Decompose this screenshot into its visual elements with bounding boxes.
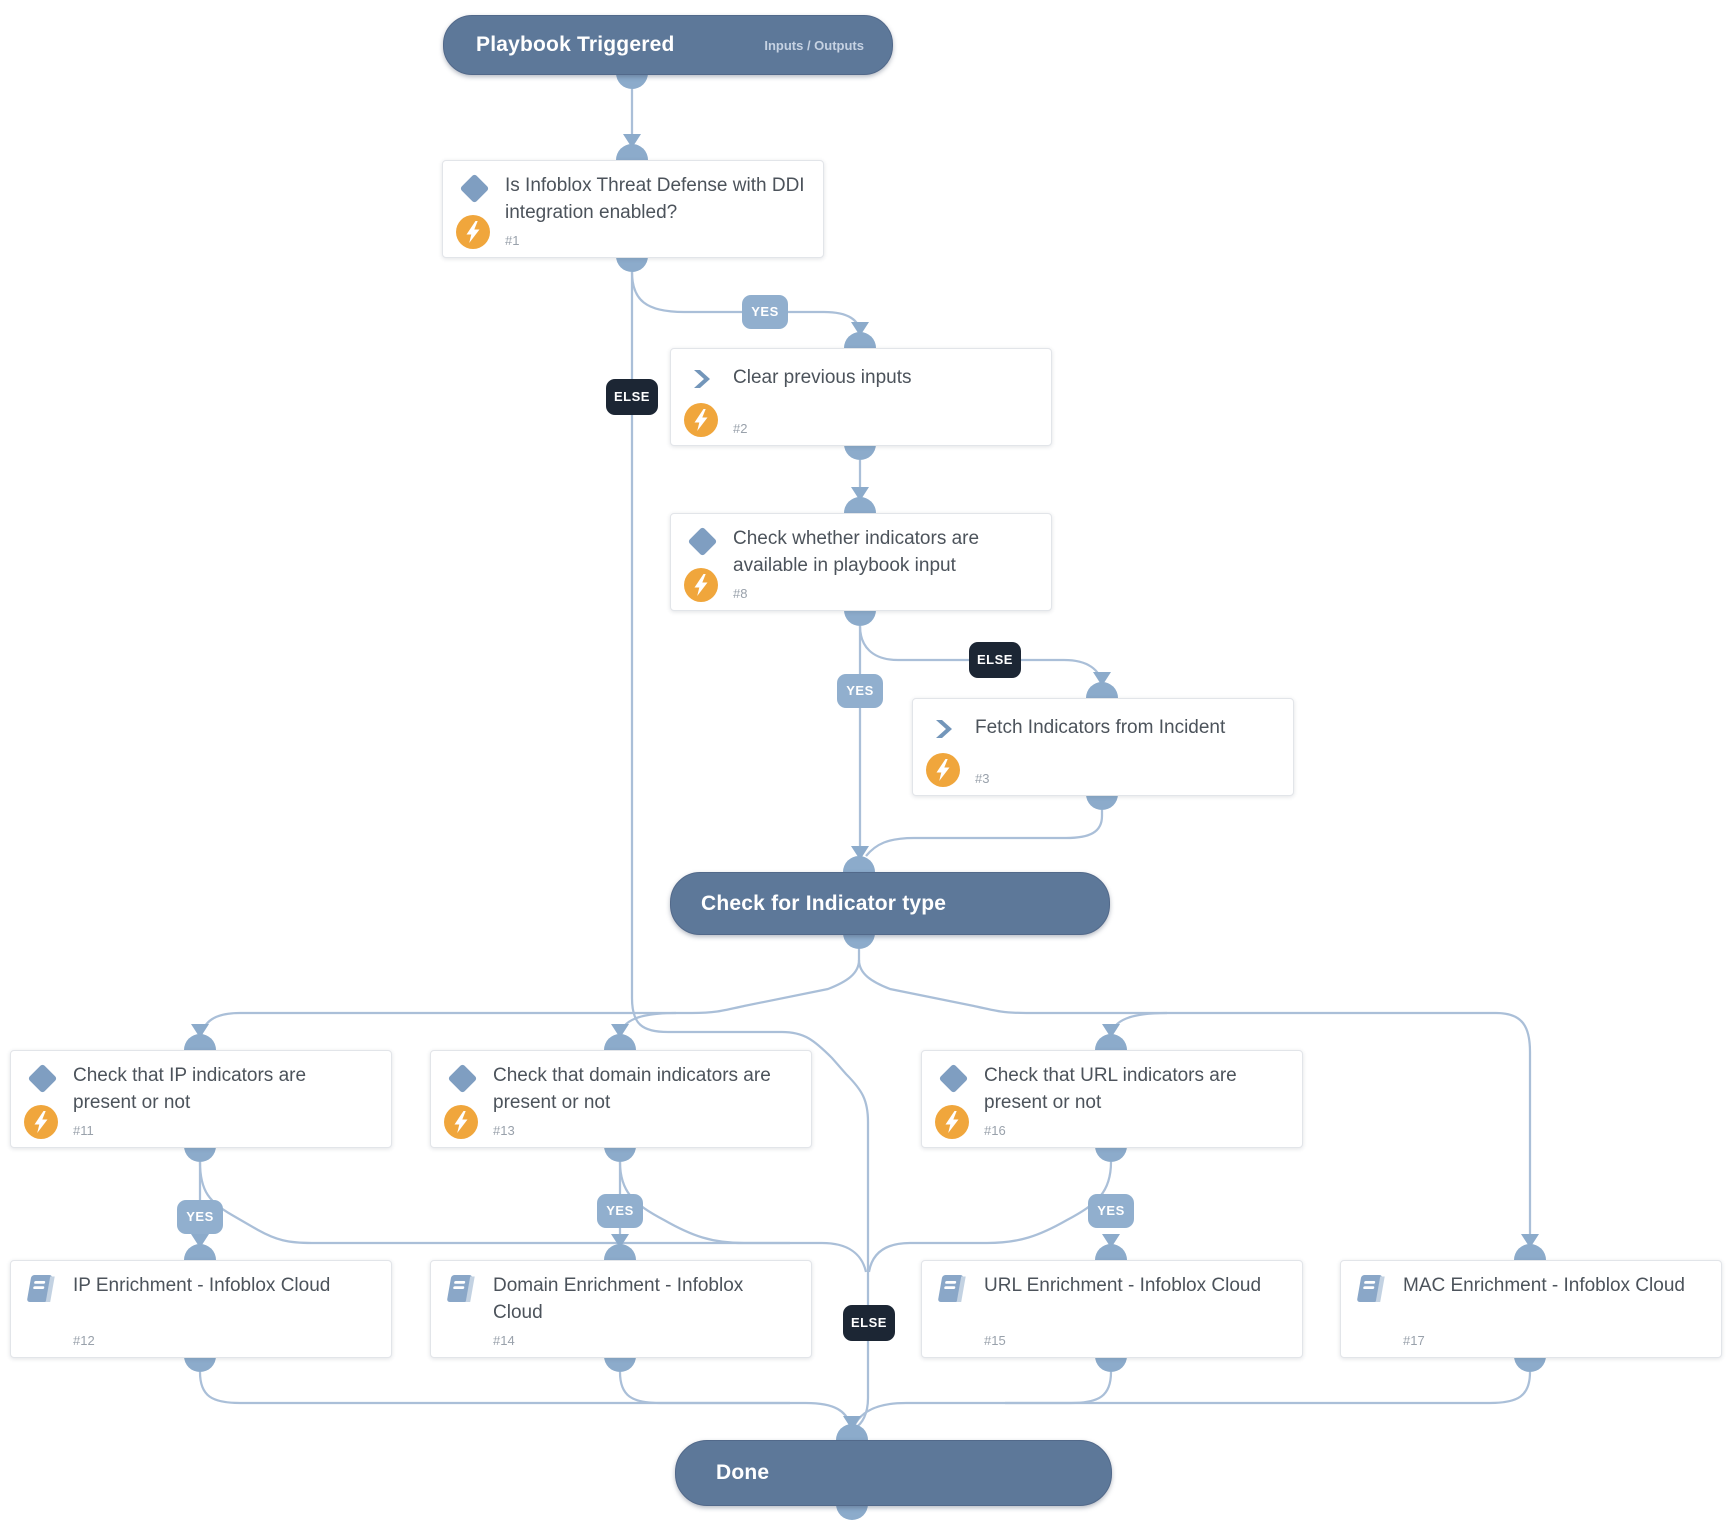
- playbook-node-mac-enrichment[interactable]: MAC Enrichment - Infoblox Cloud #17: [1340, 1260, 1722, 1358]
- node-title: Clear previous inputs: [733, 367, 912, 388]
- node-title: Check whether indicators are available i…: [733, 528, 980, 576]
- done-node[interactable]: Done: [675, 1440, 1112, 1506]
- automation-lightning-icon: [935, 1105, 969, 1139]
- task-chevron-icon: [934, 719, 954, 739]
- task-chevron-icon: [692, 369, 712, 389]
- node-id: #13: [493, 1123, 515, 1138]
- condition-node-indicators-input[interactable]: Check whether indicators are available i…: [670, 513, 1052, 611]
- node-title: MAC Enrichment - Infoblox Cloud: [1403, 1275, 1685, 1296]
- sub-playbook-book-icon: [23, 1272, 61, 1306]
- task-node-fetch-indicators[interactable]: Fetch Indicators from Incident #3: [912, 698, 1294, 796]
- edge-label-yes-ip: YES: [177, 1200, 223, 1234]
- node-title: URL Enrichment - Infoblox Cloud: [984, 1275, 1262, 1296]
- node-title: Is Infoblox Threat Defense with DDI inte…: [505, 175, 805, 223]
- edge-label-yes-ddi: YES: [742, 295, 788, 329]
- node-id: #14: [493, 1333, 515, 1348]
- node-id: #2: [733, 421, 748, 436]
- edge-label-yes-indicators: YES: [837, 674, 883, 708]
- node-id: #17: [1403, 1333, 1425, 1348]
- section-label: Check for Indicator type: [701, 891, 947, 915]
- playbook-node-url-enrichment[interactable]: URL Enrichment - Infoblox Cloud #15: [921, 1260, 1303, 1358]
- task-node-clear-inputs[interactable]: Clear previous inputs #2: [670, 348, 1052, 446]
- condition-node-domain[interactable]: Check that domain indicators are present…: [430, 1050, 812, 1148]
- automation-lightning-icon: [456, 215, 490, 249]
- node-id: #15: [984, 1333, 1006, 1348]
- condition-diamond-icon: [27, 1063, 58, 1094]
- sub-playbook-book-icon: [443, 1272, 481, 1306]
- playbook-node-ip-enrichment[interactable]: IP Enrichment - Infoblox Cloud #12: [10, 1260, 392, 1358]
- playbook-triggered-node[interactable]: Playbook Triggered Inputs / Outputs: [443, 15, 893, 75]
- arrowheads: [191, 134, 1539, 1430]
- edge-label-else-ddi: ELSE: [606, 379, 658, 415]
- automation-lightning-icon: [684, 403, 718, 437]
- node-title: Fetch Indicators from Incident: [975, 717, 1226, 738]
- condition-node-ddi[interactable]: Is Infoblox Threat Defense with DDI inte…: [442, 160, 824, 258]
- automation-lightning-icon: [444, 1105, 478, 1139]
- condition-node-url[interactable]: Check that URL indicators are present or…: [921, 1050, 1303, 1148]
- playbook-triggered-label: Playbook Triggered: [476, 33, 675, 56]
- node-id: #1: [505, 233, 520, 248]
- edge-label-else-indicators: ELSE: [969, 642, 1021, 678]
- automation-lightning-icon: [24, 1105, 58, 1139]
- node-id: #11: [73, 1123, 94, 1138]
- node-id: #16: [984, 1123, 1006, 1138]
- playbook-node-domain-enrichment[interactable]: Domain Enrichment - Infoblox Cloud #14: [430, 1260, 812, 1358]
- node-title: Domain Enrichment - Infoblox Cloud: [493, 1275, 744, 1323]
- edge-label-else-type: ELSE: [843, 1305, 895, 1341]
- condition-diamond-icon: [459, 173, 490, 204]
- sub-playbook-book-icon: [934, 1272, 972, 1306]
- condition-diamond-icon: [447, 1063, 478, 1094]
- condition-diamond-icon: [687, 526, 718, 557]
- edge-label-yes-url: YES: [1088, 1194, 1134, 1228]
- condition-node-ip[interactable]: Check that IP indicators are present or …: [10, 1050, 392, 1148]
- edge-label-yes-domain: YES: [597, 1194, 643, 1228]
- node-title: Check that IP indicators are present or …: [73, 1065, 307, 1113]
- condition-diamond-icon: [938, 1063, 969, 1094]
- node-id: #3: [975, 771, 990, 786]
- node-title: IP Enrichment - Infoblox Cloud: [73, 1275, 331, 1296]
- done-label: Done: [716, 1461, 770, 1484]
- node-title: Check that URL indicators are present or…: [984, 1065, 1237, 1113]
- inputs-outputs-link[interactable]: Inputs / Outputs: [764, 37, 864, 53]
- section-check-indicator-type[interactable]: Check for Indicator type: [670, 872, 1110, 935]
- node-id: #8: [733, 586, 748, 601]
- automation-lightning-icon: [684, 568, 718, 602]
- node-title: Check that domain indicators are present…: [493, 1065, 771, 1113]
- node-id: #12: [73, 1333, 95, 1348]
- automation-lightning-icon: [926, 753, 960, 787]
- sub-playbook-book-icon: [1353, 1272, 1391, 1306]
